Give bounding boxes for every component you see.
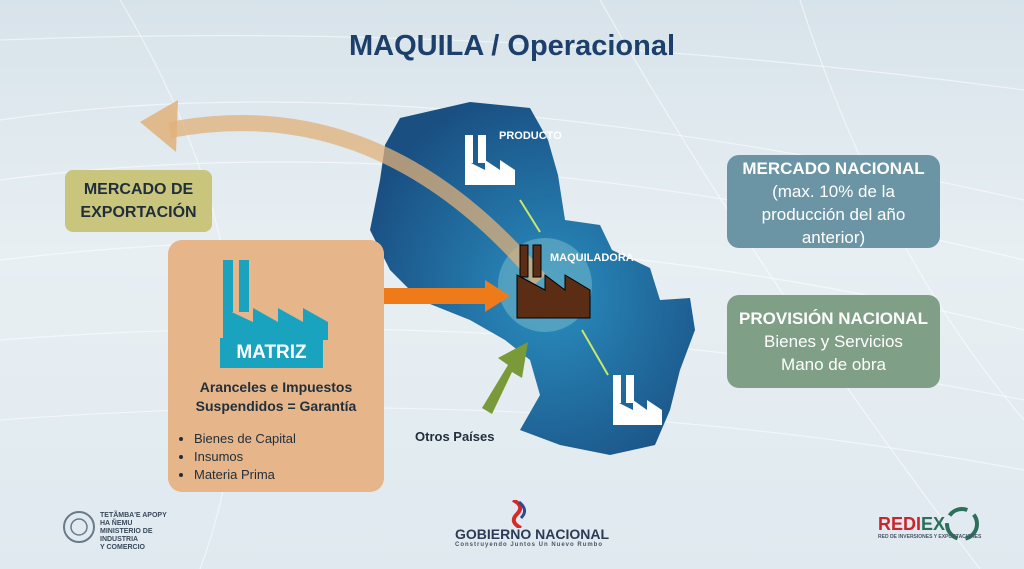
rediex-word-a: REDI (878, 514, 922, 534)
rediex-swirl-icon (945, 507, 979, 541)
factory-icon-provision (613, 375, 662, 425)
orange-arrow-head (485, 280, 510, 312)
arrow-to-provision (581, 329, 609, 376)
list-item: Bienes de Capital (194, 430, 296, 448)
provision-line-1: Bienes y Servicios (764, 332, 903, 351)
ministry-logo-text: TETÃMBA'E APOPY HA ÑEMU MINISTERIO DE IN… (100, 512, 167, 552)
provision-nacional-box: PROVISIÓN NACIONAL Bienes y Servicios Ma… (727, 295, 940, 388)
list-item: Insumos (194, 448, 296, 466)
ministry-line-1: TETÃMBA'E APOPY (100, 512, 167, 519)
producto-label: PRODUCTO (499, 130, 562, 142)
mercado-line-2: producción del año (761, 205, 906, 224)
provision-heading: PROVISIÓN NACIONAL (739, 309, 928, 328)
gobierno-word: GOBIERNO (455, 526, 532, 542)
matriz-bullet-list: Bienes de Capital Insumos Materia Prima (178, 430, 296, 484)
export-arc-arrow (168, 115, 547, 286)
green-arrow (482, 342, 528, 414)
factory-icon-matriz (223, 260, 328, 340)
arrow-to-producto (519, 199, 541, 233)
matriz-box: MATRIZ Aranceles e Impuestos Suspendidos… (168, 240, 384, 492)
gobierno-nacional-logo: GOBIERNO NACIONAL (455, 526, 609, 542)
mercado-exportacion-box: MERCADO DE EXPORTACIÓN (65, 170, 212, 232)
otros-paises-label: Otros Países (415, 429, 495, 444)
export-line-1: MERCADO DE (83, 181, 194, 198)
maquiladora-label: MAQUILADORA (550, 252, 634, 264)
provision-line-2: Mano de obra (781, 355, 886, 374)
export-line-2: EXPORTACIÓN (80, 204, 197, 221)
matriz-label: MATRIZ (220, 338, 323, 368)
rediex-word-b: EX (921, 514, 946, 534)
aranceles-line-2: Suspendidos = Garantía (195, 398, 357, 414)
aranceles-text: Aranceles e Impuestos Suspendidos = Gara… (168, 378, 384, 416)
rediex-logo: REDIEX (878, 514, 945, 535)
ministry-line-3: MINISTERIO DE (100, 528, 153, 535)
ministry-line-5: Y COMERCIO (100, 544, 145, 551)
nacional-word: NACIONAL (535, 526, 610, 542)
mercado-nacional-box: MERCADO NACIONAL (max. 10% de la producc… (727, 155, 940, 248)
gobierno-tagline: Construyendo Juntos Un Nuevo Rumbo (455, 542, 603, 548)
aranceles-line-1: Aranceles e Impuestos (199, 379, 353, 395)
orange-arrow-body (357, 288, 487, 304)
page-title: MAQUILA / Operacional (348, 30, 676, 62)
mercado-heading: MERCADO NACIONAL (742, 159, 925, 178)
seal-icon (63, 511, 95, 543)
rediex-tagline: RED DE INVERSIONES Y EXPORTACIONES (878, 534, 982, 540)
gobierno-logo-icon (511, 500, 526, 528)
ministry-line-2: HA ÑEMU (100, 520, 133, 527)
ministry-line-4: INDUSTRIA (100, 536, 139, 543)
mercado-line-1: (max. 10% de la (772, 182, 895, 201)
export-arc-head (140, 100, 178, 152)
mercado-line-3: anterior) (801, 228, 866, 247)
factory-icon-maquiladora (516, 244, 591, 319)
list-item: Materia Prima (194, 466, 296, 484)
factory-icon-producto (465, 135, 515, 185)
